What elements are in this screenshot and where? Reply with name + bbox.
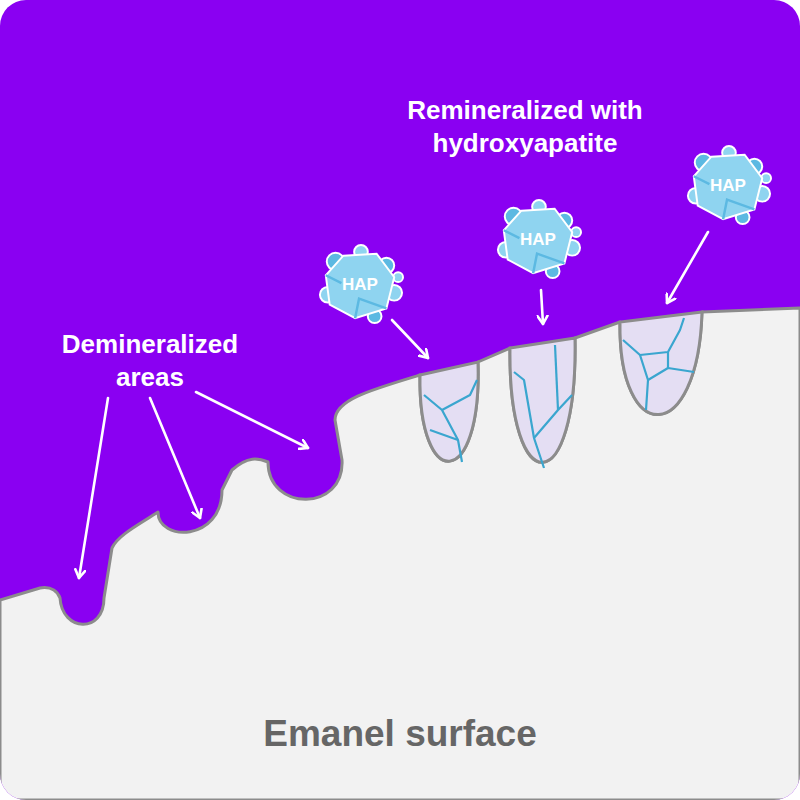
demineralized-label: Demineralized areas xyxy=(25,328,275,395)
enamel xyxy=(0,308,800,800)
hap-particle: HAP xyxy=(684,145,772,227)
hap-particle: HAP xyxy=(494,199,582,281)
hap-text: HAP xyxy=(520,230,556,250)
hap-text: HAP xyxy=(342,275,378,295)
leader-arrows xyxy=(79,232,708,578)
hap-text: HAP xyxy=(710,176,746,196)
crystal-lines xyxy=(424,318,694,468)
hap-particle: HAP xyxy=(316,244,404,326)
remineralized-label: Remineralized with hydroxyapatite xyxy=(365,94,685,161)
surface-title: Emanel surface xyxy=(150,712,650,756)
remineralized-pits xyxy=(420,312,702,462)
